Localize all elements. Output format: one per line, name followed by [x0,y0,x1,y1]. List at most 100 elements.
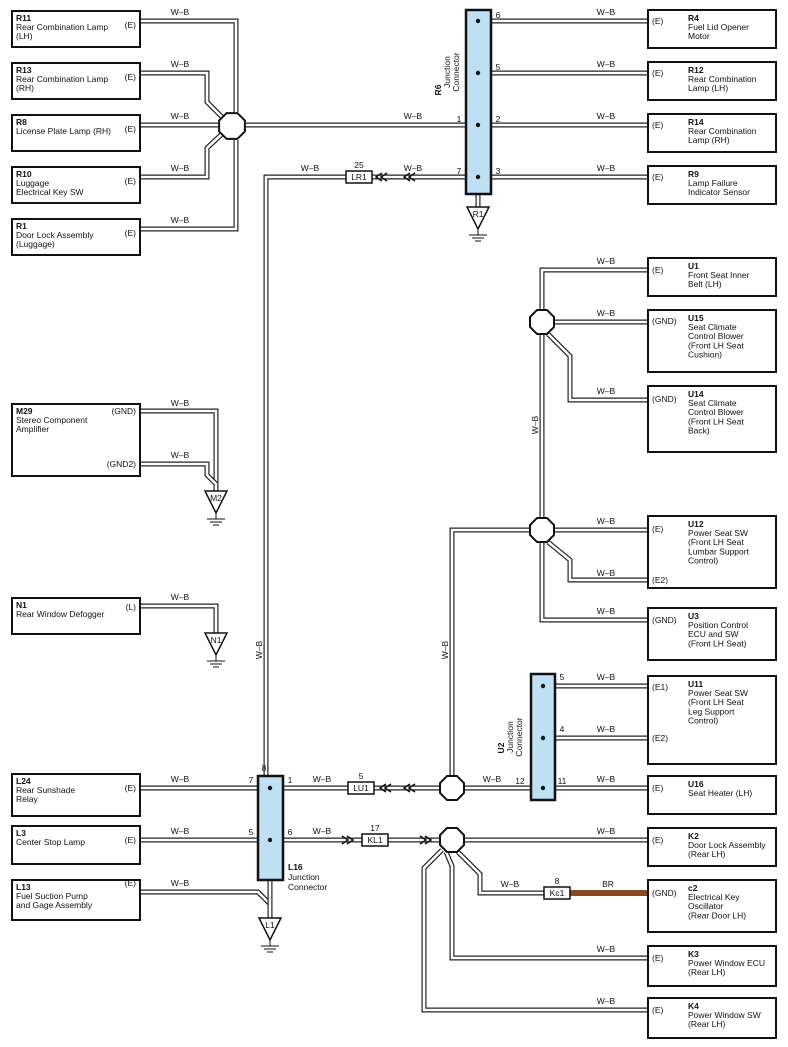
junction-dot [475,122,481,128]
component-code-U11: U11 [688,679,703,689]
pin-N1: (L) [126,602,137,612]
wire-label: W–B [171,450,190,460]
wire-label: W–B [597,672,616,682]
pin-U11-e2: (E2) [652,733,668,743]
component-name-U15: Control Blower [688,331,744,341]
junction-name-U2: Connector [514,717,524,756]
component-code-M29: M29 [16,406,33,416]
ground-label-R1: R1 [473,209,484,219]
component-name-U14: Control Blower [688,407,744,417]
component-name-R13: Rear Combination Lamp [16,74,108,84]
component-box-R8 [11,114,141,152]
pin-U14: (GND) [652,394,677,404]
junction-dot [475,70,481,76]
wire-U1 [539,267,648,309]
wire-R11-core [141,19,238,112]
component-code-U14: U14 [688,389,704,399]
component-box-U1 [647,257,777,297]
arrow-left-icon [378,783,387,793]
junction-dot [540,683,546,689]
component-name-R11: Rear Combination Lamp [16,22,108,32]
component-name-L13: and Gage Assembly [16,900,93,910]
component-code-R10: R10 [16,169,32,179]
pin-R6-7: 7 [457,166,462,176]
pin-R12: (E) [652,68,664,78]
wire-layer [141,18,648,1013]
splice-point-4 [439,775,465,801]
component-name-U11: Leg Support [688,706,735,716]
wire-label: W–B [254,640,264,659]
junction-name-L16: Connector [288,882,327,892]
wire-N1-core [141,604,218,633]
pin-R8: (E) [125,124,137,134]
arrow-left-icon [374,172,383,182]
junction-code-R6: R6 [433,84,443,95]
component-name-U1: Belt (LH) [688,279,722,289]
pin-c2: (GND) [652,888,677,898]
arrow-left-icon [402,783,411,793]
component-name-R10: Electrical Key SW [16,187,84,197]
component-name-U1: Front Seat Inner [688,270,750,280]
connector-LR1 [345,170,373,184]
wire-K4 [421,848,648,1013]
wire-M29-gnd2-core [141,462,217,485]
connector-LR1-pin: 25 [354,160,364,170]
wire-label: W–B [597,256,616,266]
connector-KL1 [361,833,389,847]
component-name-L24: Relay [16,794,38,804]
arrow-right-icon [341,835,350,845]
component-name-R9: Indicator Sensor [688,187,750,197]
junction-dot [475,18,481,24]
component-name-R14: Lamp (RH) [688,135,730,145]
component-name-U16: Seat Heater (LH) [688,788,752,798]
component-code-R9: R9 [688,169,699,179]
component-name-U14: Seat Climate [688,398,737,408]
wire-label: W–B [171,163,190,173]
component-box-U11 [647,675,777,765]
component-box-U3 [647,607,777,661]
component-name-M29: Stereo Component [16,415,88,425]
pin-M29-gnd2: (GND2) [107,459,136,469]
pin-U2-12: 12 [515,776,525,786]
wire-label: W–B [597,774,616,784]
component-name-U3: (Front LH Seat) [688,638,747,648]
junction-name-L16: Junction [288,872,320,882]
component-name-U11: (Front LH Seat [688,697,744,707]
splice-point-3 [529,517,555,543]
component-name-U12: (Front LH Seat [688,537,744,547]
junction-connector-U2 [529,672,557,802]
wire-label: W–B [597,59,616,69]
wire-label: W–B [597,944,616,954]
pin-U16: (E) [652,783,664,793]
component-box-L24 [11,773,141,817]
component-name-R13: (RH) [16,83,34,93]
connector-Kc1-label: Kc1 [550,888,565,898]
junction-name-U2: Junction [505,721,515,753]
component-name-U3: ECU and SW [688,629,739,639]
pin-L24: (E) [125,783,137,793]
pin-R13: (E) [125,72,137,82]
splice-point-1 [218,112,246,140]
component-code-R12: R12 [688,65,704,75]
component-box-U14 [647,385,777,453]
wire-R6-L16-core [264,175,466,778]
component-name-R1: (Luggage) [16,239,55,249]
component-name-L24: Rear Sunshade [16,785,75,795]
wire-K4-core [422,849,648,1012]
component-box-R9 [647,165,777,205]
component-name-R12: Lamp (LH) [688,83,728,93]
connector-Kc1 [543,886,571,900]
ground-label-M2: M2 [210,493,222,503]
wire-label: W–B [171,398,190,408]
component-name-L13: Fuel Suction Pump [16,891,88,901]
component-code-L3: L3 [16,828,26,838]
wire-label: W–B [597,7,616,17]
wire-label: W–B [597,826,616,836]
component-name-U14: Back) [688,426,710,436]
component-box-K2 [647,827,777,867]
component-name-U12: Control) [688,556,718,566]
connector-KL1-pin: 17 [370,823,380,833]
component-name-R12: Rear Combination [688,74,757,84]
